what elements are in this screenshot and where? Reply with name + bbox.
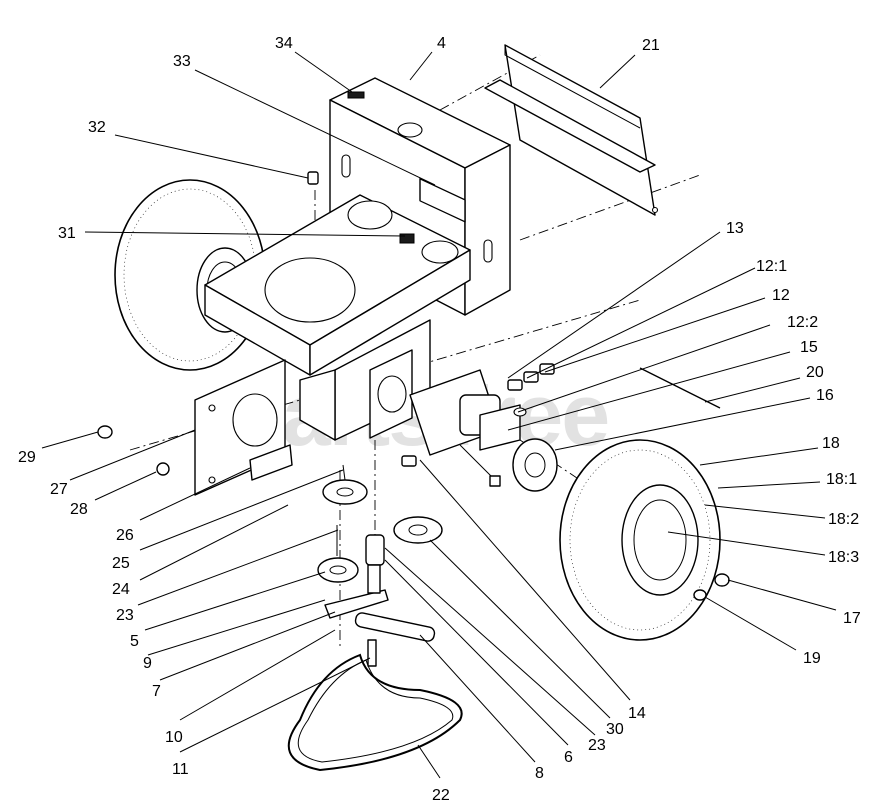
- leader-lines: [41, 51, 837, 779]
- callout-4: 4: [437, 35, 446, 52]
- callout-18: 18: [822, 435, 840, 452]
- callout-23-right: 23: [588, 737, 606, 754]
- callout-31: 31: [58, 225, 76, 242]
- callout-30: 30: [606, 721, 624, 738]
- callout-24: 24: [112, 581, 130, 598]
- callout-12-2: 12:2: [787, 314, 818, 331]
- callout-29: 29: [18, 449, 36, 466]
- callout-27: 27: [50, 481, 68, 498]
- callout-11: 11: [172, 761, 189, 778]
- callout-12: 12: [772, 287, 790, 304]
- wheel-motor: [409, 363, 558, 492]
- linkage-rod: [639, 367, 721, 409]
- callout-26: 26: [116, 527, 134, 544]
- callout-17: 17: [843, 610, 861, 627]
- callout-10: 10: [165, 729, 183, 746]
- callout-23-left: 23: [116, 607, 134, 624]
- callout-34: 34: [275, 35, 293, 52]
- side-plate-assembly: [194, 359, 293, 496]
- rear-shield: [484, 44, 659, 216]
- callout-14: 14: [628, 705, 646, 722]
- callout-8: 8: [535, 765, 544, 782]
- callout-7: 7: [152, 683, 161, 700]
- callout-32: 32: [88, 119, 106, 136]
- callout-6: 6: [564, 749, 573, 766]
- drive-components: [287, 464, 463, 772]
- callout-9: 9: [143, 655, 152, 672]
- callout-18-2: 18:2: [828, 511, 859, 528]
- callout-18-1: 18:1: [826, 471, 857, 488]
- callout-12-1: 12:1: [756, 258, 787, 275]
- callout-labels: 34 4 21 33 32 31 13 12:1 12 12:2 15 20 1…: [18, 35, 861, 804]
- callout-5: 5: [130, 633, 139, 650]
- callout-18-3: 18:3: [828, 549, 859, 566]
- callout-28: 28: [70, 501, 88, 518]
- callout-25: 25: [112, 555, 130, 572]
- callout-19: 19: [803, 650, 821, 667]
- motor-mount-plate: [369, 349, 413, 439]
- callout-15: 15: [800, 339, 818, 356]
- callout-21: 21: [642, 37, 660, 54]
- left-hardware: [97, 171, 417, 476]
- right-tire: [559, 439, 730, 641]
- callout-33: 33: [173, 53, 191, 70]
- callout-22: 22: [432, 787, 450, 804]
- callout-16: 16: [816, 387, 834, 404]
- callout-13: 13: [726, 220, 744, 237]
- callout-20: 20: [806, 364, 824, 381]
